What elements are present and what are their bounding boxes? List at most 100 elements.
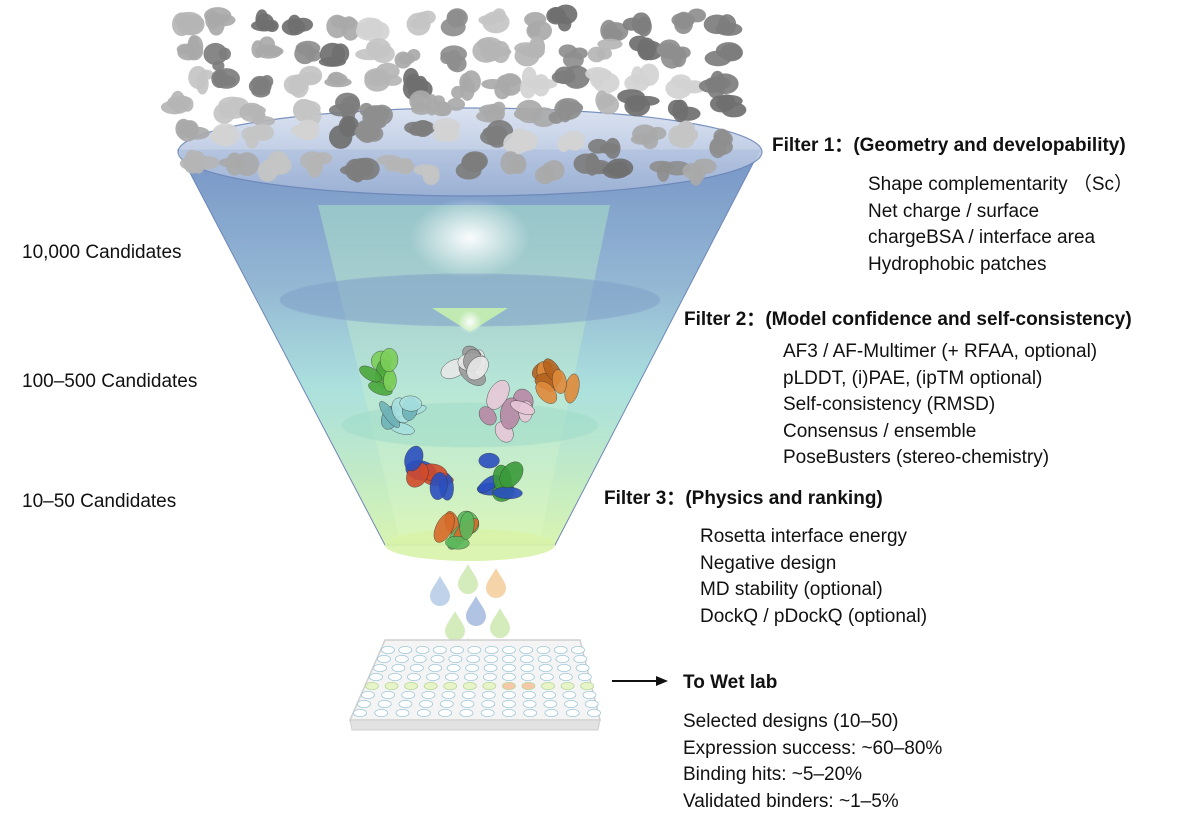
- protein-blob: [413, 164, 440, 186]
- filter-3-item: MD stability (optional): [700, 579, 883, 600]
- plate-well: [483, 673, 497, 682]
- plate-well: [419, 700, 434, 709]
- plate-well: [438, 709, 452, 718]
- protein-blob: [514, 36, 546, 67]
- filter-2-item: PoseBusters (stereo-chemistry): [783, 447, 1050, 468]
- plate-well: [565, 709, 580, 718]
- protein-structure: [478, 380, 536, 443]
- protein-blob: [248, 74, 274, 98]
- plate-well: [582, 691, 597, 700]
- plate-well: [357, 700, 371, 709]
- funnel-bottom-ellipse: [385, 529, 555, 561]
- protein-blob: [520, 66, 558, 99]
- plate-well: [564, 700, 578, 709]
- plate-well: [522, 700, 537, 709]
- plate-well: [373, 664, 387, 673]
- protein-blob: [585, 67, 620, 94]
- filter-1-item: Shape complementarity （Sc）: [868, 174, 1134, 195]
- protein-blob: [704, 42, 744, 67]
- protein-structure: [440, 345, 489, 386]
- filter-3-prefix: Filter 3：: [604, 488, 686, 509]
- protein-blob: [257, 150, 292, 182]
- plate-wells: [353, 646, 601, 718]
- plate-well: [502, 709, 516, 718]
- plate-well: [575, 664, 590, 673]
- wetlab-outcomes: Selected designs (10–50) Expression succ…: [683, 709, 942, 815]
- protein-blob: [524, 11, 553, 42]
- plate-well: [441, 691, 456, 700]
- protein-blob: [290, 119, 320, 141]
- plate-well: [539, 673, 554, 682]
- protein-blob: [600, 19, 629, 42]
- protein-blob: [328, 92, 361, 125]
- plate-well: [404, 682, 419, 691]
- plate-well: [482, 682, 497, 691]
- plate-well: [409, 664, 424, 673]
- protein-blob: [354, 119, 387, 144]
- plate-well: [544, 709, 559, 718]
- plate-well: [481, 700, 496, 709]
- plate-well: [465, 664, 479, 673]
- protein-blob: [300, 151, 333, 178]
- filter-3-item: Negative design: [700, 552, 837, 574]
- filter-3-item: DockQ / pDockQ (optional): [700, 605, 928, 627]
- protein-blob: [624, 63, 660, 93]
- plate-well: [502, 682, 516, 691]
- filter-2-prefix: Filter 2：: [684, 309, 766, 330]
- plate-well: [412, 655, 427, 664]
- plate-well: [571, 646, 585, 655]
- plate-well: [381, 691, 396, 700]
- protein-blob: [250, 9, 279, 33]
- filter-2-heading: Filter 2：(Model confidence and self-cons…: [684, 309, 1132, 331]
- plate-well: [536, 646, 551, 655]
- protein-blob: [431, 95, 466, 117]
- plate-well: [484, 655, 498, 664]
- plate-well: [502, 655, 516, 664]
- plate-well: [377, 700, 392, 709]
- plate-well: [439, 700, 454, 709]
- protein-blob: [548, 97, 584, 124]
- wetlab-item: Selected designs (10–50): [683, 711, 899, 732]
- plate-well: [416, 709, 431, 718]
- plate-well: [562, 691, 577, 700]
- protein-blob: [211, 68, 240, 89]
- protein-blob: [546, 4, 578, 32]
- plate-well: [395, 709, 410, 718]
- plate-well: [543, 700, 558, 709]
- protein-blob: [588, 137, 621, 159]
- filter-1-item: chargeBSA / interface area: [868, 227, 1096, 248]
- protein-blob: [558, 44, 588, 69]
- plate-well: [394, 655, 409, 664]
- protein-blob: [535, 159, 565, 185]
- protein-blob: [394, 48, 421, 69]
- well-plate: [348, 639, 601, 731]
- filter-2-item: Self-consistency (RMSD): [783, 394, 996, 415]
- protein-blob: [176, 34, 204, 61]
- plate-well: [538, 664, 553, 673]
- count-label-100-500: 100–500 Candidates: [22, 371, 198, 392]
- plate-well: [480, 709, 495, 718]
- protein-blob: [204, 7, 236, 36]
- plate-well: [401, 691, 416, 700]
- plate-well: [502, 691, 516, 700]
- filter-2-title: (Model confidence and self-consistency): [765, 309, 1132, 330]
- plate-well: [522, 691, 536, 700]
- protein-blob: [440, 8, 468, 37]
- protein-blob: [455, 151, 488, 180]
- filter-3-criteria: Rosetta interface energy Negative design…: [700, 524, 927, 630]
- plate-well: [374, 709, 389, 718]
- protein-blob: [203, 42, 231, 71]
- droplet: [430, 576, 450, 606]
- protein-blob: [324, 71, 352, 88]
- plate-well: [446, 664, 461, 673]
- filter-3-item: Rosetta interface energy: [700, 526, 908, 547]
- count-label-10-50: 10–50 Candidates: [22, 491, 177, 512]
- plate-well: [502, 664, 516, 673]
- protein-blob: [318, 42, 350, 67]
- protein-blob: [188, 65, 214, 95]
- protein-blob: [617, 89, 660, 117]
- plate-well: [450, 646, 464, 655]
- filter-2-item: pLDDT, (i)PAE, (ipTM optional): [783, 367, 1043, 389]
- plate-well: [361, 691, 375, 700]
